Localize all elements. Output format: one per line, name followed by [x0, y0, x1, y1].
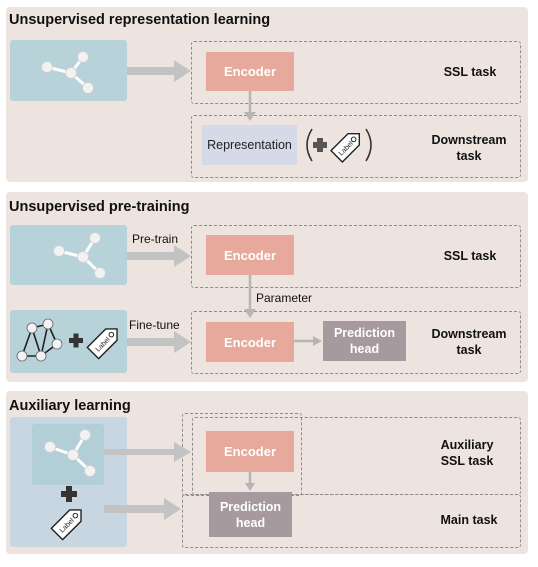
panel-title-1: Unsupervised representation learning: [9, 12, 271, 28]
encoder-box-2-bottom: Encoder: [206, 322, 294, 362]
aux-ssl-task-label: Auxiliary SSL task: [440, 438, 494, 468]
encoder-box-3: Encoder: [206, 431, 294, 472]
label-tag-icon: Label: [86, 328, 118, 360]
downstream-task-box-1: [191, 115, 521, 178]
main-task-box: [182, 494, 521, 548]
label-tag-icon: Label: [330, 132, 361, 163]
representation-box: Representation: [202, 125, 297, 165]
arrow-pretrain: [127, 245, 191, 267]
arrow-graph-to-aux: [104, 442, 191, 462]
main-task-label: Main task: [440, 513, 498, 527]
molecule-graph-icon: [53, 232, 106, 279]
molecule-graph-icon: [41, 51, 94, 94]
aux-graph-inner-box: [32, 424, 104, 485]
graph-input-box-2: [10, 225, 127, 285]
graph-with-label-icon: Label: [16, 318, 118, 362]
ssl-task-label-1: SSL task: [443, 65, 497, 79]
pretrain-label: Pre-train: [132, 232, 179, 246]
graph-input-box-1: [10, 40, 127, 101]
molecule-graph-icon: [44, 429, 96, 477]
prediction-head-box-2: Prediction head: [323, 321, 406, 361]
downstream-task-label-1: Downstream task: [431, 133, 507, 163]
ssl-task-box-2: [191, 225, 521, 288]
encoder-box-1: Encoder: [206, 52, 294, 91]
parameter-label: Parameter: [256, 291, 313, 305]
encoder-box-2-top: Encoder: [206, 235, 294, 275]
ssl-task-label-2: SSL task: [443, 249, 497, 263]
arrow-label-to-main: [104, 498, 181, 520]
plus-icon: [69, 333, 83, 348]
arrow-finetune: [127, 331, 191, 353]
arrow-input-to-encoder-1: [127, 60, 191, 82]
downstream-task-label-2: Downstream task: [431, 327, 507, 357]
panel-title-2: Unsupervised pre-training: [9, 199, 190, 215]
downstream-task-box-2: [191, 311, 521, 374]
optional-label-group: Label: [306, 128, 372, 163]
graph-label-input-box: Label: [10, 310, 127, 373]
plus-icon: [313, 138, 327, 152]
prediction-head-box-3: Prediction head: [209, 492, 292, 537]
panel-title-3: Auxiliary learning: [9, 398, 131, 414]
finetune-label: Fine-tune: [129, 318, 180, 332]
ssl-task-box-1: [191, 41, 521, 104]
